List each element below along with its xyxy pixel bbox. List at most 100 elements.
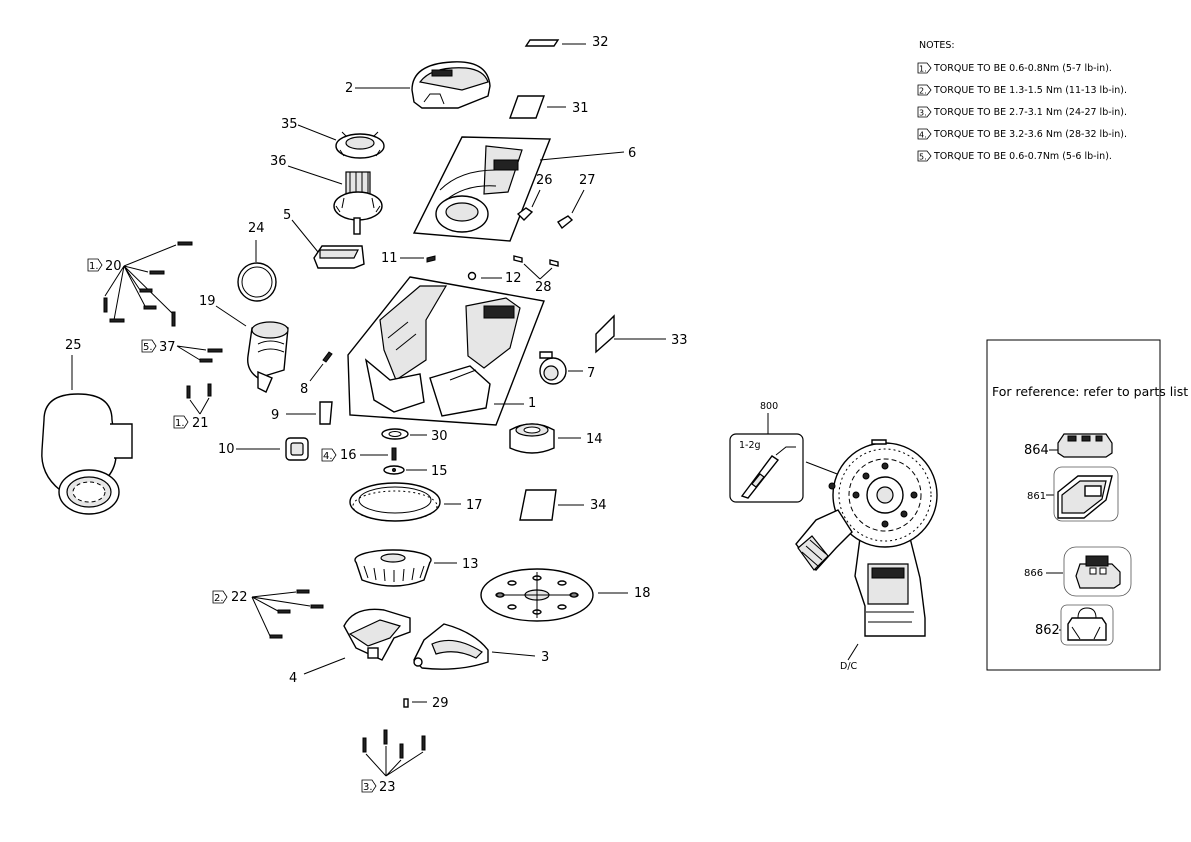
- label-32: [524, 39, 560, 47]
- callout-22: 22: [231, 590, 248, 605]
- callout-7: 7: [587, 366, 595, 381]
- part-15: [383, 465, 405, 475]
- part-36-armature: [333, 171, 383, 235]
- part-9: [319, 401, 333, 425]
- part-6-switch-assembly: [412, 136, 552, 242]
- charger-icon: [1075, 555, 1121, 589]
- svg-text:TORQUE TO BE 0.6-0.8Nm (5-7 lb: TORQUE TO BE 0.6-0.8Nm (5-7 lb-in).: [933, 63, 1112, 74]
- screws-22: [251, 589, 324, 639]
- flag-37: 5.: [141, 339, 157, 353]
- svg-text:TORQUE TO BE 3.2-3.6 Nm (28-32: TORQUE TO BE 3.2-3.6 Nm (28-32 lb-in).: [933, 129, 1127, 140]
- part-11: [426, 255, 436, 263]
- svg-text:2.: 2.: [214, 593, 224, 604]
- note-1: 1. TORQUE TO BE 0.6-0.8Nm (5-7 lb-in).: [917, 62, 1112, 74]
- callout-14: 14: [586, 432, 603, 447]
- flag-16: 4.: [321, 448, 337, 462]
- part-26: [516, 207, 534, 221]
- label-34: [519, 489, 557, 521]
- callout-5: 5: [283, 208, 291, 223]
- callout-31: 31: [572, 101, 589, 116]
- svg-text:1.: 1.: [919, 65, 927, 74]
- lubricant-callout: 800 1-2g: [729, 401, 846, 503]
- callout-9: 9: [271, 408, 279, 423]
- callout-23: 23: [379, 780, 396, 795]
- screws-23: [362, 729, 426, 777]
- ref-864-label: 864: [1024, 443, 1049, 458]
- part-3-shroud: [413, 623, 489, 670]
- part-14: [509, 423, 555, 454]
- callout-13: 13: [462, 557, 479, 572]
- note-3: 3. TORQUE TO BE 2.7-3.1 Nm (24-27 lb-in)…: [917, 106, 1127, 118]
- svg-text:1.: 1.: [89, 261, 99, 272]
- callout-34: 34: [590, 498, 607, 513]
- svg-text:3.: 3.: [919, 109, 927, 118]
- label-33: [595, 314, 615, 354]
- svg-text:4.: 4.: [919, 131, 927, 140]
- kit-box-icon: [1057, 475, 1113, 519]
- part-30: [381, 428, 409, 440]
- flag-22: 2.: [212, 590, 228, 604]
- part-27: [557, 215, 574, 230]
- callout-37: 37: [159, 340, 176, 355]
- part-28a: [513, 255, 523, 263]
- part-4: [343, 608, 411, 661]
- ref-862-label: 862: [1035, 623, 1060, 638]
- part-1-housing: [347, 276, 545, 426]
- svg-text:TORQUE TO BE 1.3-1.5 Nm (11-13: TORQUE TO BE 1.3-1.5 Nm (11-13 lb-in).: [933, 85, 1127, 96]
- svg-text:1.: 1.: [175, 418, 185, 429]
- screws-37: [176, 345, 223, 363]
- callout-29: 29: [432, 696, 449, 711]
- callout-28: 28: [535, 280, 552, 295]
- part-7: [539, 351, 567, 385]
- callout-35: 35: [281, 117, 298, 132]
- top-cover: [411, 61, 491, 109]
- part-12: [467, 271, 477, 281]
- callout-24: 24: [248, 221, 265, 236]
- callout-16: 16: [340, 448, 357, 463]
- lubricant-amount: 1-2g: [739, 440, 761, 451]
- part-18-sanding-pad: [480, 568, 594, 622]
- callout-6: 6: [628, 146, 636, 161]
- callout-17: 17: [466, 498, 483, 513]
- note-4: 4. TORQUE TO BE 3.2-3.6 Nm (28-32 lb-in)…: [917, 128, 1127, 140]
- label-31: [509, 95, 545, 119]
- notes-title: NOTES:: [919, 40, 955, 51]
- ref-866-label: 866: [1024, 568, 1043, 579]
- part-5: [313, 245, 365, 269]
- svg-text:2.: 2.: [919, 87, 927, 96]
- callout-33: 33: [671, 333, 688, 348]
- battery-icon: [1057, 433, 1113, 458]
- flag-20: 1.: [87, 258, 103, 272]
- note-2: 2. TORQUE TO BE 1.3-1.5 Nm (11-13 lb-in)…: [917, 84, 1127, 96]
- part-8: [322, 351, 333, 363]
- callout-4: 4: [289, 671, 297, 686]
- callout-3: 3: [541, 650, 549, 665]
- lubricant-part-number: 800: [760, 401, 778, 412]
- svg-text:5.: 5.: [143, 342, 153, 353]
- callout-26: 26: [536, 173, 553, 188]
- part-13-fan: [354, 549, 432, 587]
- callout-10: 10: [218, 442, 235, 457]
- svg-text:TORQUE TO BE 2.7-3.1 Nm (24-27: TORQUE TO BE 2.7-3.1 Nm (24-27 lb-in).: [933, 107, 1127, 118]
- flag-21: 1.: [173, 415, 189, 429]
- screws-20: [103, 241, 193, 327]
- notes-block: NOTES: 1. TORQUE TO BE 0.6-0.8Nm (5-7 lb…: [917, 40, 1127, 162]
- part-17-ring: [349, 482, 441, 522]
- svg-text:5.: 5.: [919, 153, 927, 162]
- reference-title: For reference: refer to parts list: [992, 384, 1188, 399]
- part-16-screw: [391, 447, 397, 461]
- callout-30: 30: [431, 429, 448, 444]
- callout-11: 11: [381, 251, 398, 266]
- sander-assembly: D/C: [795, 439, 938, 672]
- part-10: [285, 437, 309, 461]
- callout-12: 12: [505, 271, 522, 286]
- svg-text:TORQUE TO BE 0.6-0.7Nm (5-6 lb: TORQUE TO BE 0.6-0.7Nm (5-6 lb-in).: [933, 151, 1112, 162]
- note-5: 5. TORQUE TO BE 0.6-0.7Nm (5-6 lb-in).: [917, 150, 1112, 162]
- callout-36: 36: [270, 154, 287, 169]
- callout-2: 2: [345, 81, 353, 96]
- callout-8: 8: [300, 382, 308, 397]
- ref-861-label: 861: [1027, 491, 1046, 502]
- flag-23: 3.: [361, 779, 377, 793]
- part-35: [335, 131, 385, 159]
- callout-20: 20: [105, 259, 122, 274]
